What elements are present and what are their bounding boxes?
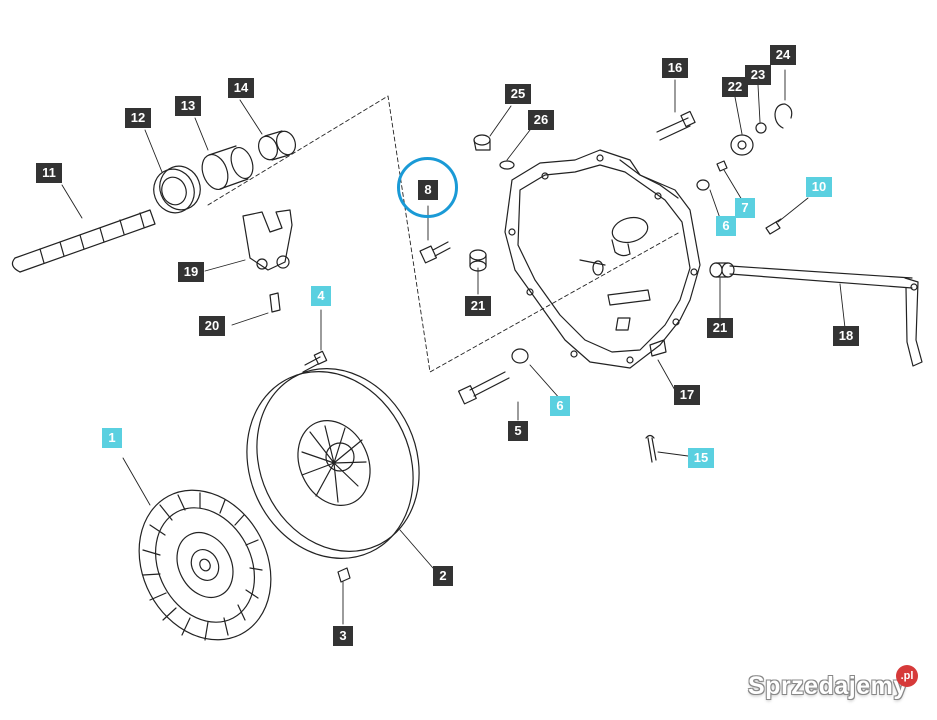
- watermark-text: Sprzedajemy: [748, 672, 908, 700]
- clutch-housing: [504, 149, 701, 369]
- label-21-right: 21: [707, 318, 733, 338]
- bushing-14: [257, 130, 297, 161]
- washer-23: [755, 122, 767, 134]
- stud-16: [656, 110, 696, 141]
- pressure-plate: [246, 368, 420, 559]
- release-shaft: [729, 265, 923, 367]
- input-shaft: [11, 209, 156, 273]
- label-3: 3: [333, 626, 353, 646]
- label-26: 26: [528, 110, 554, 130]
- label-2: 2: [433, 566, 453, 586]
- watermark-badge: .pl: [896, 665, 918, 687]
- label-10: 10: [806, 177, 832, 197]
- label-6-upper: 6: [716, 216, 736, 236]
- label-8: 8: [418, 180, 438, 200]
- label-7: 7: [735, 198, 755, 218]
- label-20: 20: [199, 316, 225, 336]
- washer-6-lower: [511, 348, 529, 364]
- label-12: 12: [125, 108, 151, 128]
- bolt-8: [419, 241, 451, 264]
- bushing-21-right: [709, 262, 735, 278]
- screw-4: [302, 350, 328, 373]
- pin-3: [337, 567, 351, 583]
- label-25: 25: [505, 84, 531, 104]
- clutch-disc: [138, 489, 272, 641]
- label-19: 19: [178, 262, 204, 282]
- leader-lines: [61, 69, 846, 625]
- label-14: 14: [228, 78, 254, 98]
- circlip-24: [774, 103, 793, 129]
- nut-6-upper: [696, 179, 710, 191]
- dashed-assembly-line: [207, 95, 681, 373]
- label-17: 17: [674, 385, 700, 405]
- bearing-22: [730, 134, 754, 156]
- grease-nipple: [269, 292, 281, 313]
- nut-7: [716, 160, 728, 172]
- bolt-5: [458, 371, 510, 405]
- highlight-circle: [397, 157, 458, 218]
- label-22: 22: [722, 77, 748, 97]
- plug-25: [473, 134, 491, 151]
- release-bearing: [201, 145, 254, 191]
- label-18: 18: [833, 326, 859, 346]
- label-4: 4: [311, 286, 331, 306]
- shaft-seal: [153, 165, 201, 214]
- label-5: 5: [508, 421, 528, 441]
- label-15: 15: [688, 448, 714, 468]
- washer-26: [499, 160, 515, 170]
- label-1: 1: [102, 428, 122, 448]
- release-fork: [242, 209, 293, 271]
- label-13: 13: [175, 96, 201, 116]
- label-6-lower: 6: [550, 396, 570, 416]
- label-21-left: 21: [465, 296, 491, 316]
- split-pin-15: [645, 434, 657, 463]
- label-16: 16: [662, 58, 688, 78]
- screw-10: [765, 218, 782, 235]
- label-11: 11: [36, 163, 62, 183]
- label-23: 23: [745, 65, 771, 85]
- label-24: 24: [770, 45, 796, 65]
